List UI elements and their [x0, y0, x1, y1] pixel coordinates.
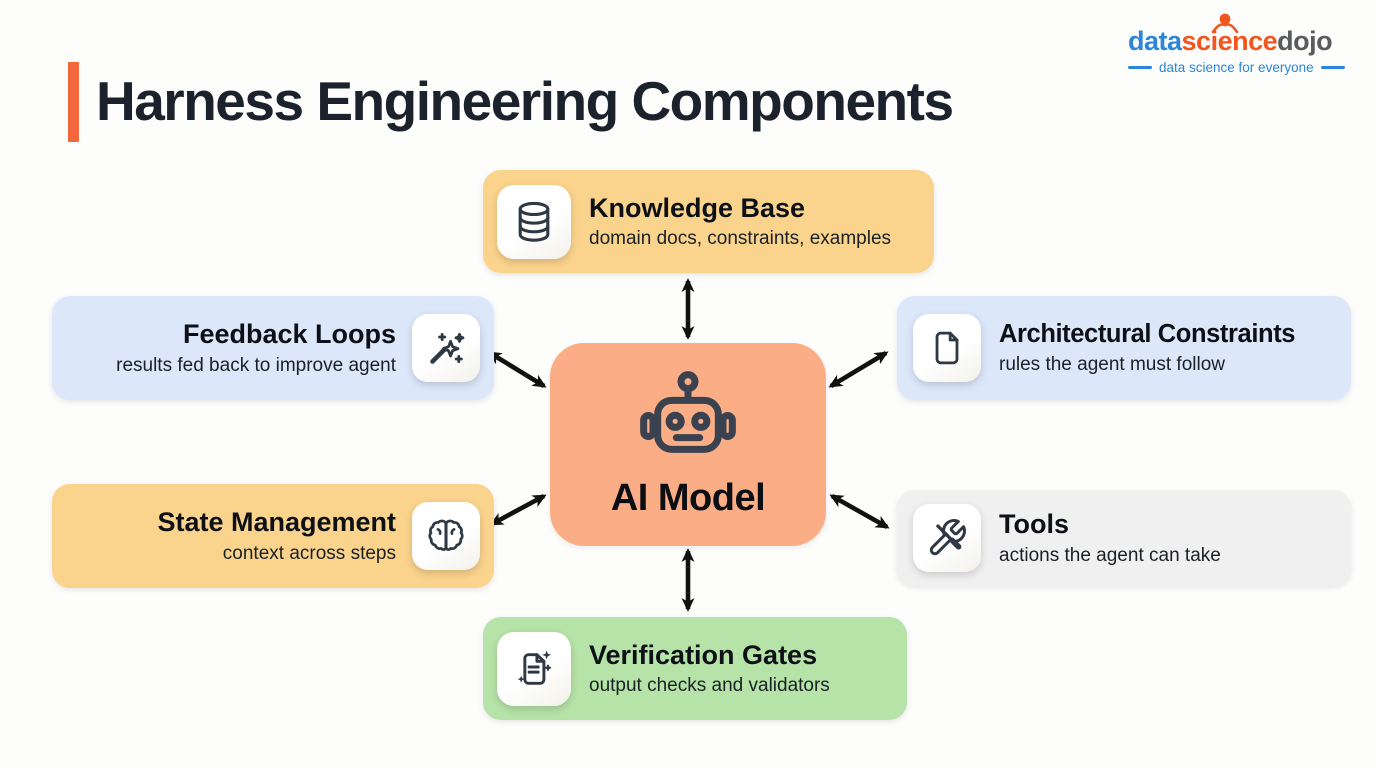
- component-state-management: State Management context across steps: [52, 484, 494, 588]
- tagline-dash-right: [1320, 66, 1345, 69]
- component-title: Knowledge Base: [589, 192, 806, 223]
- file-icon: [935, 331, 959, 365]
- component-title: State Management: [157, 507, 396, 538]
- component-subtitle: output checks and validators: [589, 675, 830, 697]
- logo-wordmark: datasciencedojo: [1128, 13, 1350, 57]
- tagline-text: data science for everyone: [1159, 60, 1314, 75]
- component-title: Verification Gates: [589, 639, 818, 670]
- title-accent-bar: [68, 62, 79, 142]
- component-verification-gates: Verification Gates output checks and val…: [483, 617, 907, 720]
- robot-icon: [640, 371, 736, 453]
- component-knowledge-base: Knowledge Base domain docs, constraints,…: [483, 170, 934, 273]
- tagline-dash-left: [1128, 66, 1152, 69]
- database-icon: [518, 201, 550, 242]
- component-subtitle: actions the agent can take: [999, 544, 1221, 566]
- component-subtitle: context across steps: [222, 542, 396, 564]
- component-architectural-constraints: Architectural Constraints rules the agen…: [897, 296, 1351, 400]
- logo-person-icon: [1210, 13, 1240, 33]
- datasciencedojo-logo: datasciencedojo data science for everyon…: [1128, 13, 1350, 75]
- wand-sparkles-icon: [430, 332, 465, 364]
- ai-model-label: AI Model: [610, 477, 766, 519]
- logo-word-science: science: [1181, 26, 1278, 56]
- component-subtitle: domain docs, constraints, examples: [589, 228, 892, 250]
- crossed-tools-icon: [929, 519, 966, 556]
- doc-sparkles-icon: [517, 649, 552, 685]
- component-title: Architectural Constraints: [999, 320, 1296, 349]
- component-subtitle: results fed back to improve agent: [116, 354, 396, 376]
- state-management-icon-tile: [412, 502, 480, 570]
- knowledge-base-icon-tile: [497, 184, 571, 259]
- component-title: Feedback Loops: [182, 319, 396, 350]
- verification-gates-icon-tile: [497, 631, 571, 706]
- logo-tagline: data science for everyone: [1128, 60, 1350, 75]
- logo-word-data: data: [1128, 26, 1182, 56]
- tools-icon-tile: [913, 504, 981, 572]
- component-title: Tools: [999, 509, 1069, 540]
- page-title: Harness Engineering Components: [96, 70, 954, 132]
- component-feedback-loops: Feedback Loops results fed back to impro…: [52, 296, 494, 400]
- component-subtitle: rules the agent must follow: [999, 353, 1226, 375]
- component-tools: Tools actions the agent can take: [897, 490, 1351, 586]
- architectural-constraints-icon-tile: [913, 314, 981, 382]
- ai-model-node: AI Model: [550, 343, 826, 546]
- brain-icon: [428, 519, 464, 551]
- feedback-loops-icon-tile: [412, 314, 480, 382]
- logo-word-dojo: dojo: [1277, 26, 1333, 56]
